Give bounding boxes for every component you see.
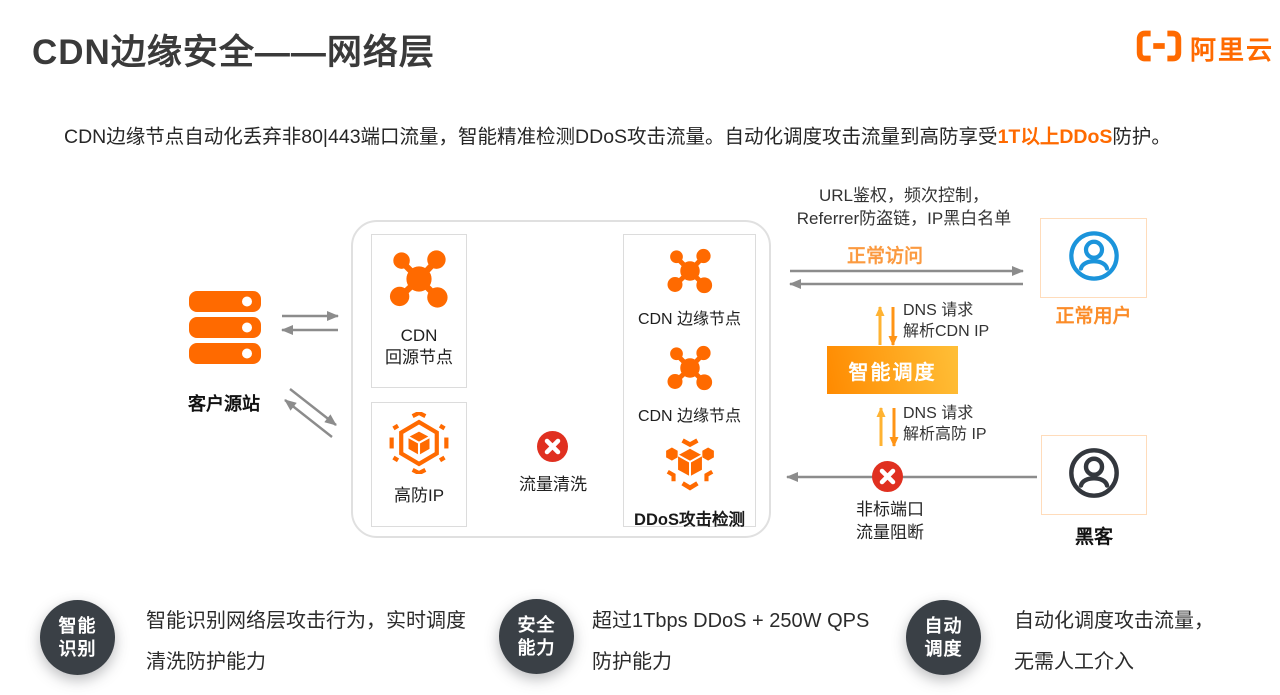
brand-name: 阿里云 [1190,35,1275,65]
cdn-node-icon [388,248,450,315]
feature-badge-smart-detect: 智能 识别 [40,600,115,675]
feature-badge-auto-schedule: 自动 调度 [906,600,981,675]
edge-node-1-label: CDN 边缘节点 [637,311,742,328]
hacker-label: 黑客 [1074,527,1113,548]
dns-cdn-line2: 解析CDN IP [903,323,990,340]
dns-antiddos-line1: DNS 请求 [903,405,974,422]
badge-line: 安全 [517,614,556,635]
intro-text: CDN边缘节点自动化丢弃非80|443端口流量，智能精准检测DDoS攻击流量。自… [64,120,1224,149]
feature-line: 无需人工介入 [1014,651,1134,673]
dns-cdn-line1: DNS 请求 [903,302,974,319]
feature-line: 清洗防护能力 [146,651,266,673]
port-block-label: 非标端口 流量阻断 [835,498,945,544]
ddos-detection-icon [662,438,718,499]
feature-text-auto-schedule: 自动化调度攻击流量， 无需人工介入 [1014,601,1214,683]
anti-ddos-ip-label: 高防IP [393,486,445,505]
alibaba-cloud-bracket-icon [1136,30,1182,67]
cdn-origin-node-label-line2: 回源节点 [385,348,453,367]
dns-cdn-note: DNS 请求 解析CDN IP [903,300,989,342]
badge-line: 能力 [517,637,556,658]
feature-line: 自动化调度攻击流量， [1014,610,1214,632]
cdn-node-icon [666,247,714,300]
intro-highlight: 1T以上DDoS [997,126,1113,148]
smart-scheduling-box: 智能调度 [827,346,958,394]
cdn-origin-node-box: CDN 回源节点 [371,234,467,388]
normal-user-box [1040,218,1147,298]
ddos-detection-label: DDoS攻击检测 [634,511,745,529]
user-icon [1067,229,1121,288]
acl-note-line1: URL鉴权，频次控制， [818,186,989,205]
hacker-icon [1067,446,1121,505]
badge-line: 调度 [924,638,963,659]
page-title: CDN边缘安全——网络层 [32,33,435,72]
shield-cube-icon [388,410,450,479]
origin-server-icon [188,290,262,371]
cdn-origin-node-label-line1: CDN [400,326,438,345]
feature-text-smart-detect: 智能识别网络层攻击行为，实时调度 清洗防护能力 [146,601,466,683]
feature-line: 智能识别网络层攻击行为，实时调度 [146,610,466,632]
acl-note-line2: Referrer防盗链，IP黑白名单 [796,209,1012,228]
dns-antiddos-note: DNS 请求 解析高防 IP [903,403,987,445]
normal-user-label: 正常用户 [1055,306,1132,327]
block-x-icon [872,461,903,497]
anti-ddos-ip-box: 高防IP [371,402,467,527]
normal-access-label: 正常访问 [846,246,923,267]
badge-line: 自动 [924,615,963,636]
hacker-box [1041,435,1147,515]
traffic-scrub-label: 流量清洗 [519,475,587,494]
edge-nodes-box: CDN 边缘节点 CDN 边缘节点 [623,234,756,529]
cdn-node-icon [666,344,714,397]
edge-node-2-label: CDN 边缘节点 [637,408,742,425]
badge-line: 识别 [58,638,97,659]
block-x-icon [537,431,568,467]
smart-scheduling-label: 智能调度 [848,361,937,384]
badge-line: 智能 [58,615,97,636]
brand-logo: 阿里云 [1136,30,1274,67]
intro-before: CDN边缘节点自动化丢弃非80|443端口流量，智能精准检测DDoS攻击流量。自… [64,126,998,148]
feature-line: 超过1Tbps DDoS + 250W QPS [592,610,870,632]
port-block-line1: 非标端口 [856,500,924,519]
dns-antiddos-line2: 解析高防 IP [903,426,987,443]
intro-after: 防护。 [1112,126,1171,148]
port-block-line2: 流量阻断 [856,523,924,542]
origin-server-label: 客户源站 [188,394,260,414]
feature-line: 防护能力 [592,651,672,673]
feature-text-security: 超过1Tbps DDoS + 250W QPS 防护能力 [592,601,869,683]
feature-badge-security: 安全 能力 [499,599,574,674]
acl-note: URL鉴权，频次控制， Referrer防盗链，IP黑白名单 [770,184,1038,230]
